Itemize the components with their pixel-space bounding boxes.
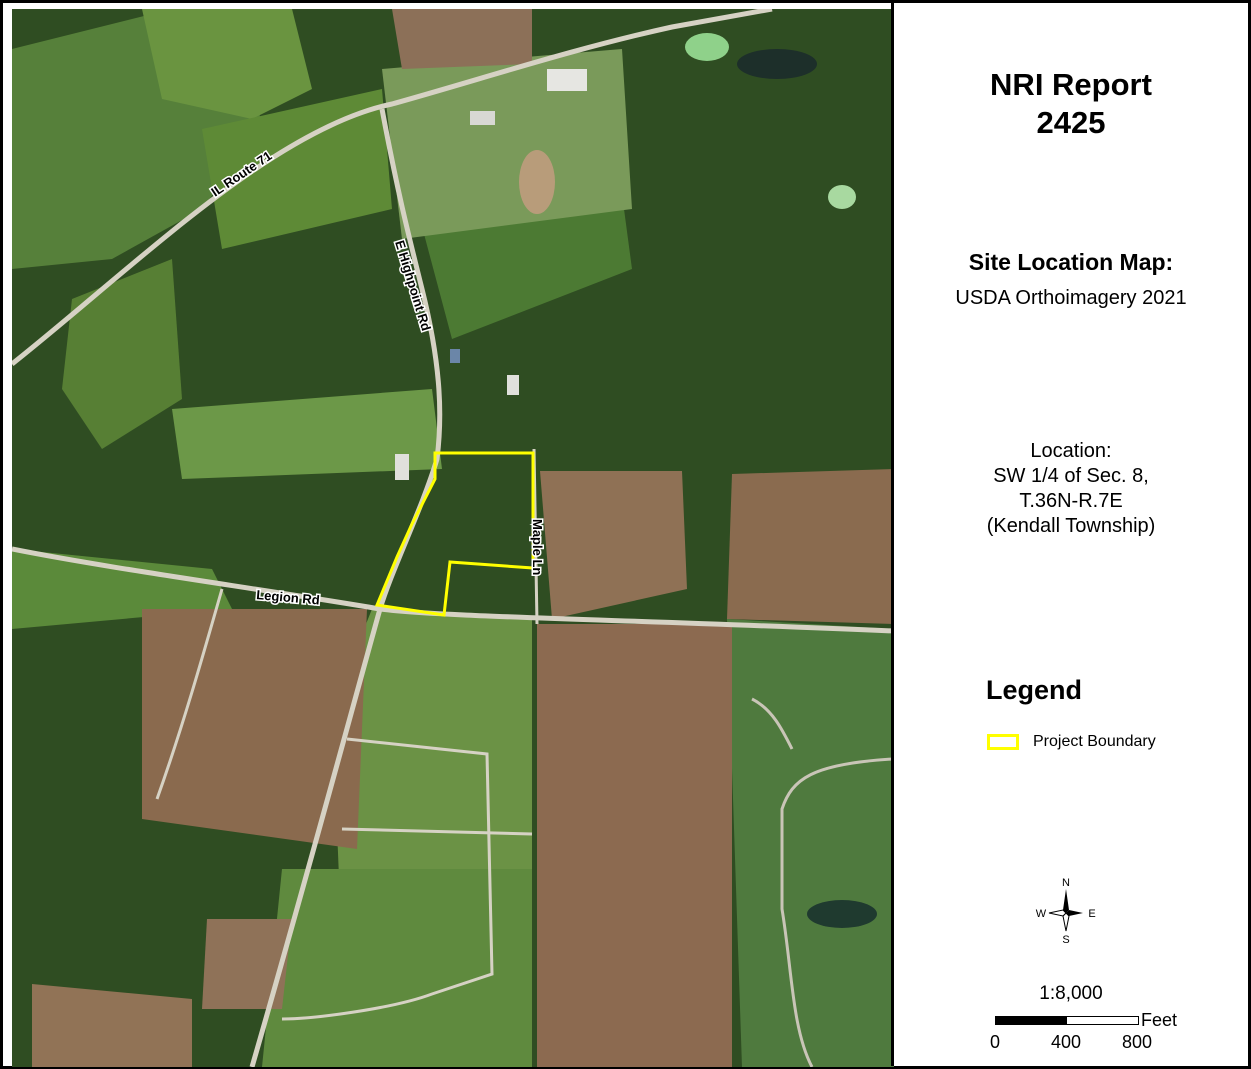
scale-tick-800: 800 [1122,1032,1153,1052]
report-title-line1: NRI Report [990,67,1152,102]
road-side [751,697,794,750]
residential-area [382,49,632,239]
scale-bar-filled [996,1017,1067,1024]
pond [828,185,856,209]
legend-project-boundary-label: Project Boundary [1033,733,1156,750]
site-map-heading: Site Location Map: [968,249,1174,275]
scale-tick-0: 0 [990,1032,1001,1052]
grass-field [332,609,532,949]
brown-field [537,624,732,1067]
pond [807,900,877,928]
pond [685,33,729,61]
site-map-source: USDA Orthoimagery 2021 [955,287,1187,309]
scale-bar [995,1016,1139,1025]
grass-field [172,389,442,479]
aerial-map[interactable]: IL Route 71 E Highpoint Rd Maple Ln Legi… [12,9,894,1067]
project-boundary [374,451,535,617]
scale-ratio: 1:8,000 [1039,983,1103,1004]
road-side [155,588,224,800]
location-line2: SW 1/4 of Sec. 8, [993,465,1149,487]
brown-field [142,609,367,849]
road-side [780,757,893,1067]
scale-tick-400: 400 [1051,1032,1082,1052]
scale-unit: Feet [1141,1010,1178,1030]
brown-field [392,9,532,69]
grass-field [142,9,312,119]
building [507,375,519,395]
grass-field [262,869,532,1067]
road-highpoint [249,108,443,1067]
road-legion [12,546,894,634]
north-arrow-icon: N S W E [1036,877,1096,945]
legion-label: Legion Rd [256,587,321,607]
brown-field [32,984,192,1067]
north-label: N [1062,877,1070,889]
west-label: W [1036,908,1047,920]
maple-label: Maple Ln [530,519,545,575]
location-line4: (Kendall Township) [986,515,1156,537]
road-side [341,827,533,836]
location-line1: Location: [1030,440,1112,462]
south-label: S [1062,934,1069,945]
panel-divider [891,3,894,1066]
building [450,349,460,363]
brown-field [727,469,894,624]
road-route71 [12,9,773,366]
building [547,69,587,91]
grass-field [202,89,392,249]
report-title-line2: 2425 [1036,105,1106,140]
building [395,454,409,480]
pond [737,49,817,79]
legend-project-boundary-swatch [987,734,1019,750]
brown-field [540,471,687,619]
location-line3: T.36N-R.7E [1019,490,1123,512]
road-side [281,737,494,1021]
legend-title: Legend [986,675,1083,705]
east-label: E [1088,908,1095,920]
grass-field [62,259,182,449]
residential-area [727,619,894,1067]
brown-field [202,919,292,1009]
building [470,111,495,125]
info-panel: NRI Report 2425 Site Location Map: USDA … [894,3,1248,1066]
track [519,150,555,214]
